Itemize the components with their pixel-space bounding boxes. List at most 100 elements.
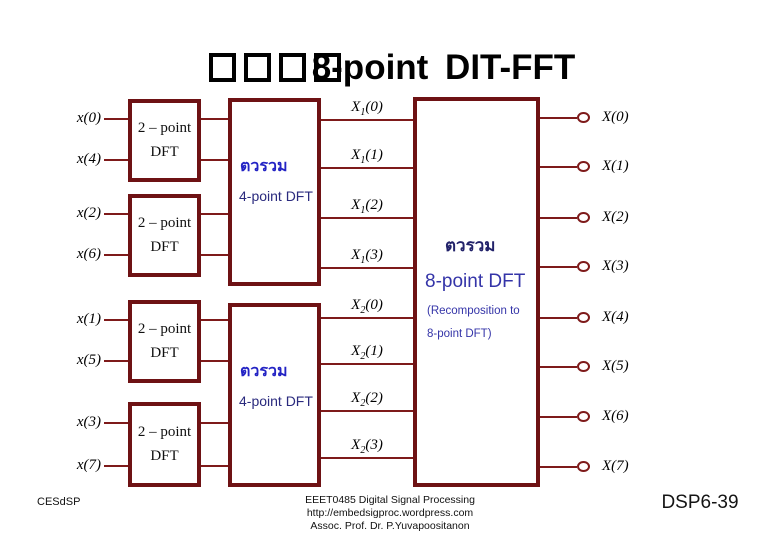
combiner-to-8point-wire bbox=[321, 410, 413, 412]
stage-signal-label: X1(0) bbox=[351, 99, 383, 118]
stage-signal-label: X2(1) bbox=[351, 343, 383, 362]
input-wire bbox=[104, 319, 128, 321]
combiner-to-8point-wire bbox=[321, 119, 413, 121]
output-signal-label: X(3) bbox=[602, 258, 629, 274]
output-signal-label: X(4) bbox=[602, 309, 629, 325]
stage-signal-label: X2(3) bbox=[351, 437, 383, 456]
output-terminal-circle bbox=[577, 312, 590, 323]
output-terminal-circle bbox=[577, 112, 590, 123]
four-point-combiner-box: ตวรวม 4-point DFT bbox=[228, 303, 321, 487]
input-wire bbox=[104, 159, 128, 161]
stage-signal-label: X2(2) bbox=[351, 390, 383, 409]
big-box-note: 8-point DFT) bbox=[427, 328, 492, 340]
missing-glyph-box bbox=[243, 52, 271, 82]
input-signal-label: x(2) bbox=[76, 205, 101, 221]
combiner-thai-label: ตวรวม bbox=[240, 363, 288, 380]
combiner-to-8point-wire bbox=[321, 167, 413, 169]
missing-glyph-box bbox=[278, 52, 306, 82]
input-wire bbox=[104, 360, 128, 362]
big-box-thai-label: ตวรวม bbox=[445, 236, 496, 255]
dft2-to-combiner-wire bbox=[201, 213, 228, 215]
combiner-label: 4-point DFT bbox=[239, 393, 313, 409]
output-terminal-circle bbox=[577, 212, 590, 223]
four-point-combiner-box: ตวรวม 4-point DFT bbox=[228, 98, 321, 286]
output-terminal-circle bbox=[577, 161, 590, 172]
big-box-title: 8-point DFT bbox=[425, 271, 526, 292]
footer-left-text: CESdSP bbox=[37, 496, 81, 508]
input-signal-label: x(5) bbox=[76, 352, 101, 368]
footer-url-line: http://embedsigproc.wordpress.com bbox=[306, 507, 474, 519]
eight-point-dft-box: ตวรวม 8-point DFT (Recomposition to 8-po… bbox=[413, 97, 540, 487]
two-point-dft-label: DFT bbox=[150, 239, 179, 255]
stage-signal-label: X2(0) bbox=[351, 297, 383, 316]
output-wire bbox=[540, 266, 577, 268]
footer-center-text: EEET0485 Digital Signal Processing http:… bbox=[240, 494, 540, 533]
output-signal-label: X(2) bbox=[602, 209, 629, 225]
dft2-to-combiner-wire bbox=[201, 319, 228, 321]
output-wire bbox=[540, 317, 577, 319]
input-signal-label: x(7) bbox=[76, 457, 101, 473]
missing-glyph-box bbox=[313, 52, 341, 82]
two-point-dft-label: DFT bbox=[150, 144, 179, 160]
two-point-dft-label: DFT bbox=[150, 448, 179, 464]
output-signal-label: X(0) bbox=[602, 109, 629, 125]
two-point-dft-label: 2 – point bbox=[137, 321, 192, 337]
stage-signal-label: X1(1) bbox=[351, 147, 383, 166]
input-wire bbox=[104, 422, 128, 424]
two-point-dft-box: 2 – point DFT bbox=[128, 194, 201, 277]
input-wire bbox=[104, 465, 128, 467]
combiner-to-8point-wire bbox=[321, 363, 413, 365]
dft2-to-combiner-wire bbox=[201, 159, 228, 161]
output-wire bbox=[540, 416, 577, 418]
input-signal-label: x(1) bbox=[76, 311, 101, 327]
output-terminal-circle bbox=[577, 461, 590, 472]
combiner-to-8point-wire bbox=[321, 267, 413, 269]
big-box-note: (Recomposition to bbox=[427, 305, 520, 317]
output-terminal-circle bbox=[577, 411, 590, 422]
dft2-to-combiner-wire bbox=[201, 360, 228, 362]
input-signal-label: x(6) bbox=[76, 246, 101, 262]
two-point-dft-label: DFT bbox=[150, 345, 179, 361]
output-signal-label: X(6) bbox=[602, 408, 629, 424]
input-signal-label: x(3) bbox=[76, 414, 101, 430]
two-point-dft-label: 2 – point bbox=[137, 424, 192, 440]
output-signal-label: X(7) bbox=[602, 458, 629, 474]
combiner-label: 4-point DFT bbox=[239, 188, 313, 204]
two-point-dft-box: 2 – point DFT bbox=[128, 99, 201, 182]
missing-glyph-box bbox=[208, 52, 236, 82]
input-signal-label: x(0) bbox=[76, 110, 101, 126]
output-terminal-circle bbox=[577, 261, 590, 272]
output-wire bbox=[540, 366, 577, 368]
dft2-to-combiner-wire bbox=[201, 422, 228, 424]
two-point-dft-label: 2 – point bbox=[137, 120, 192, 136]
dft2-to-combiner-wire bbox=[201, 118, 228, 120]
output-wire bbox=[540, 217, 577, 219]
input-wire bbox=[104, 254, 128, 256]
dft2-to-combiner-wire bbox=[201, 465, 228, 467]
slide-title: 8-point DIT-FFT bbox=[0, 44, 780, 90]
combiner-to-8point-wire bbox=[321, 457, 413, 459]
slide-number: DSP6-39 bbox=[661, 492, 739, 513]
output-terminal-circle bbox=[577, 361, 590, 372]
footer-course-line: EEET0485 Digital Signal Processing bbox=[305, 494, 475, 506]
two-point-dft-label: 2 – point bbox=[137, 215, 192, 231]
page-title: 8-point DIT-FFT bbox=[311, 47, 576, 87]
input-signal-label: x(4) bbox=[76, 151, 101, 167]
output-wire bbox=[540, 166, 577, 168]
input-wire bbox=[104, 118, 128, 120]
output-signal-label: X(1) bbox=[602, 158, 629, 174]
two-point-dft-box: 2 – point DFT bbox=[128, 402, 201, 487]
two-point-dft-box: 2 – point DFT bbox=[128, 300, 201, 383]
footer-author-line: Assoc. Prof. Dr. P.Yuvapoositanon bbox=[310, 520, 470, 532]
combiner-thai-label: ตวรวม bbox=[240, 158, 288, 175]
dft2-to-combiner-wire bbox=[201, 254, 228, 256]
output-signal-label: X(5) bbox=[602, 358, 629, 374]
stage-signal-label: X1(2) bbox=[351, 197, 383, 216]
stage-signal-label: X1(3) bbox=[351, 247, 383, 266]
combiner-to-8point-wire bbox=[321, 217, 413, 219]
input-wire bbox=[104, 213, 128, 215]
output-wire bbox=[540, 117, 577, 119]
combiner-to-8point-wire bbox=[321, 317, 413, 319]
